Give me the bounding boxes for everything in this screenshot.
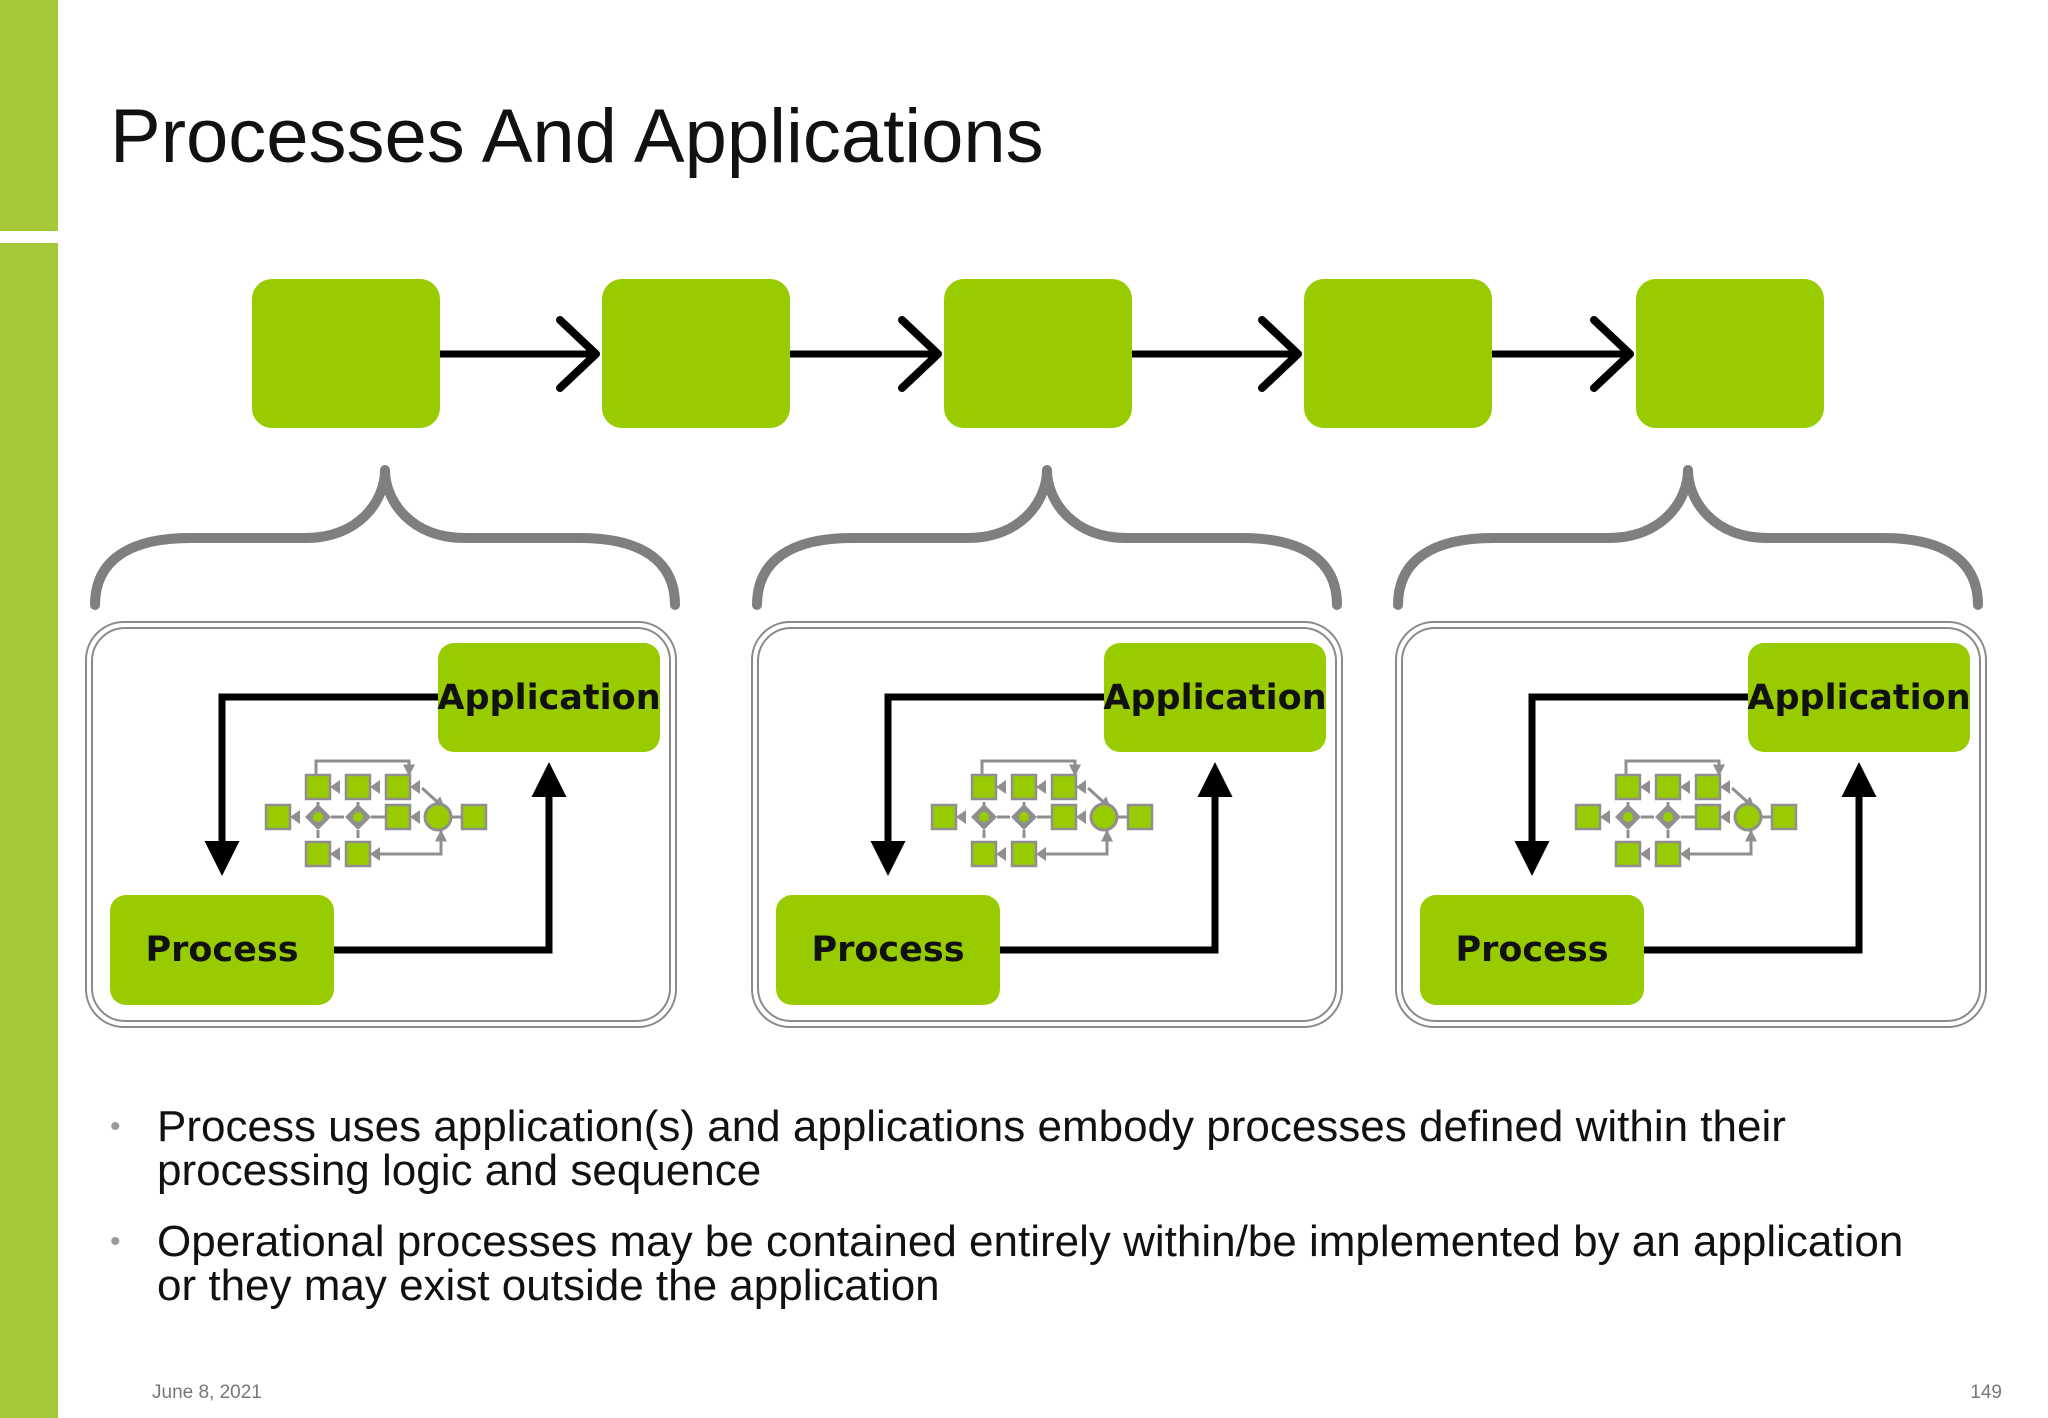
connector-process-to-app <box>1644 762 1877 954</box>
process-application-panel-2: Application Process <box>751 621 1343 1028</box>
group-brace-3 <box>1393 465 1983 610</box>
connector-process-to-app <box>334 762 567 954</box>
bullet-dot-icon: • <box>110 1225 121 1258</box>
process-box <box>776 895 1000 1005</box>
bullet-item: • Process uses application(s) and applic… <box>110 1105 1910 1193</box>
panel-frame <box>1395 621 1987 1028</box>
chain-step-box-1 <box>252 279 440 428</box>
process-application-panel-3: Application Process <box>1395 621 1987 1028</box>
chain-step-box-2 <box>602 279 790 428</box>
connector-process-to-app <box>1000 762 1233 954</box>
chain-step-box-4 <box>1304 279 1492 428</box>
application-label: Application <box>1103 678 1326 718</box>
chain-arrow-3-head <box>1258 316 1302 392</box>
connector-app-to-process <box>870 693 1104 876</box>
application-label: Application <box>1747 678 1970 718</box>
process-box <box>1420 895 1644 1005</box>
process-label: Process <box>145 930 298 970</box>
connector-app-to-process <box>204 693 438 876</box>
footer-date: June 8, 2021 <box>152 1382 262 1403</box>
sidebar-accent-bar-top <box>0 0 58 231</box>
chain-arrow-1-head <box>556 316 600 392</box>
page-title: Processes And Applications <box>110 94 1044 179</box>
page-number: 149 <box>1970 1382 2002 1403</box>
bullet-list: • Process uses application(s) and applic… <box>110 1105 1910 1335</box>
bullet-dot-icon: • <box>110 1110 121 1143</box>
process-application-panel-1: Application Process <box>85 621 677 1028</box>
application-box <box>1104 643 1326 752</box>
bullet-item: • Operational processes may be contained… <box>110 1220 1910 1308</box>
connector-app-to-process <box>1514 693 1748 876</box>
bullet-text: Operational processes may be contained e… <box>157 1217 1904 1310</box>
group-brace-2 <box>752 465 1342 610</box>
panel-frame <box>751 621 1343 1028</box>
application-box <box>1748 643 1970 752</box>
application-label: Application <box>437 678 660 718</box>
panel-frame <box>85 621 677 1028</box>
chain-step-box-5 <box>1636 279 1824 428</box>
sidebar-accent-bar-bottom <box>0 243 58 1418</box>
bullet-text: Process uses application(s) and applicat… <box>157 1102 1786 1195</box>
process-label: Process <box>811 930 964 970</box>
process-box <box>110 895 334 1005</box>
top-process-chain <box>252 279 1824 428</box>
application-box <box>438 643 660 752</box>
chain-step-box-3 <box>944 279 1132 428</box>
process-application-diagram: Application Process Application Process … <box>85 279 1987 1028</box>
chain-arrow-4-head <box>1590 316 1634 392</box>
process-label: Process <box>1455 930 1608 970</box>
group-brace-1 <box>90 465 680 610</box>
chain-arrow-2-head <box>898 316 942 392</box>
